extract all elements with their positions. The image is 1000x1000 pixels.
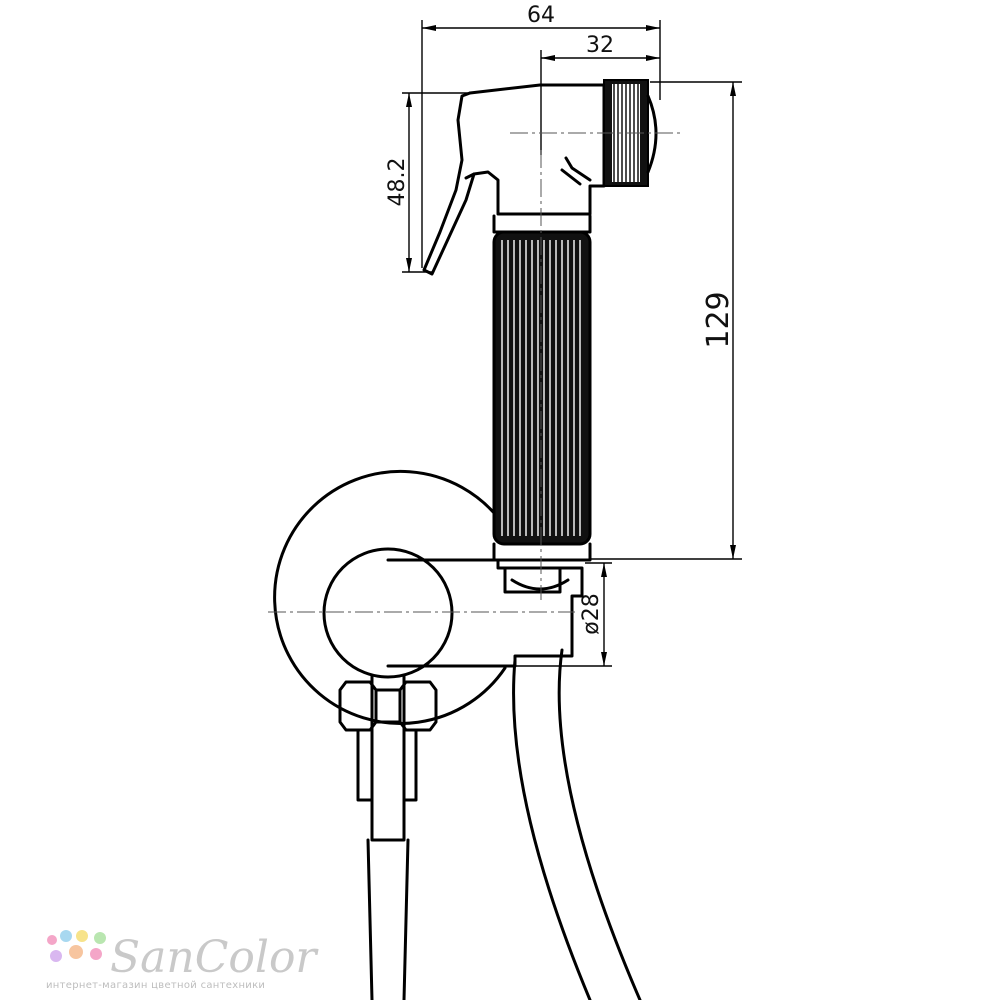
dimension-d28-label: ø28: [579, 593, 604, 634]
sancolor-logo: SanColor интернет-магазин цветной сантех…: [46, 930, 319, 991]
logo-dots: [47, 930, 106, 962]
logo-name: SanColor: [110, 932, 319, 983]
ribbed-handle: [492, 230, 592, 562]
wall-holder: [268, 469, 584, 725]
logo-tagline: интернет-магазин цветной сантехники: [46, 980, 265, 991]
dimension-32: 32: [540, 33, 660, 155]
dimension-48-2: 48.2: [385, 92, 470, 273]
dimension-129: 129: [590, 81, 742, 560]
dimension-48-2-label: 48.2: [385, 158, 410, 207]
connector-nuts: [338, 674, 438, 842]
dimension-d28: ø28: [515, 562, 612, 667]
dimension-64: 64: [421, 3, 661, 268]
handle-ribs: [501, 240, 581, 536]
dimension-32-label: 32: [586, 33, 614, 58]
sprayer-head: [422, 79, 680, 276]
dimension-129-label: 129: [701, 291, 736, 348]
hose: [366, 648, 642, 1000]
dimension-64-label: 64: [527, 3, 555, 28]
